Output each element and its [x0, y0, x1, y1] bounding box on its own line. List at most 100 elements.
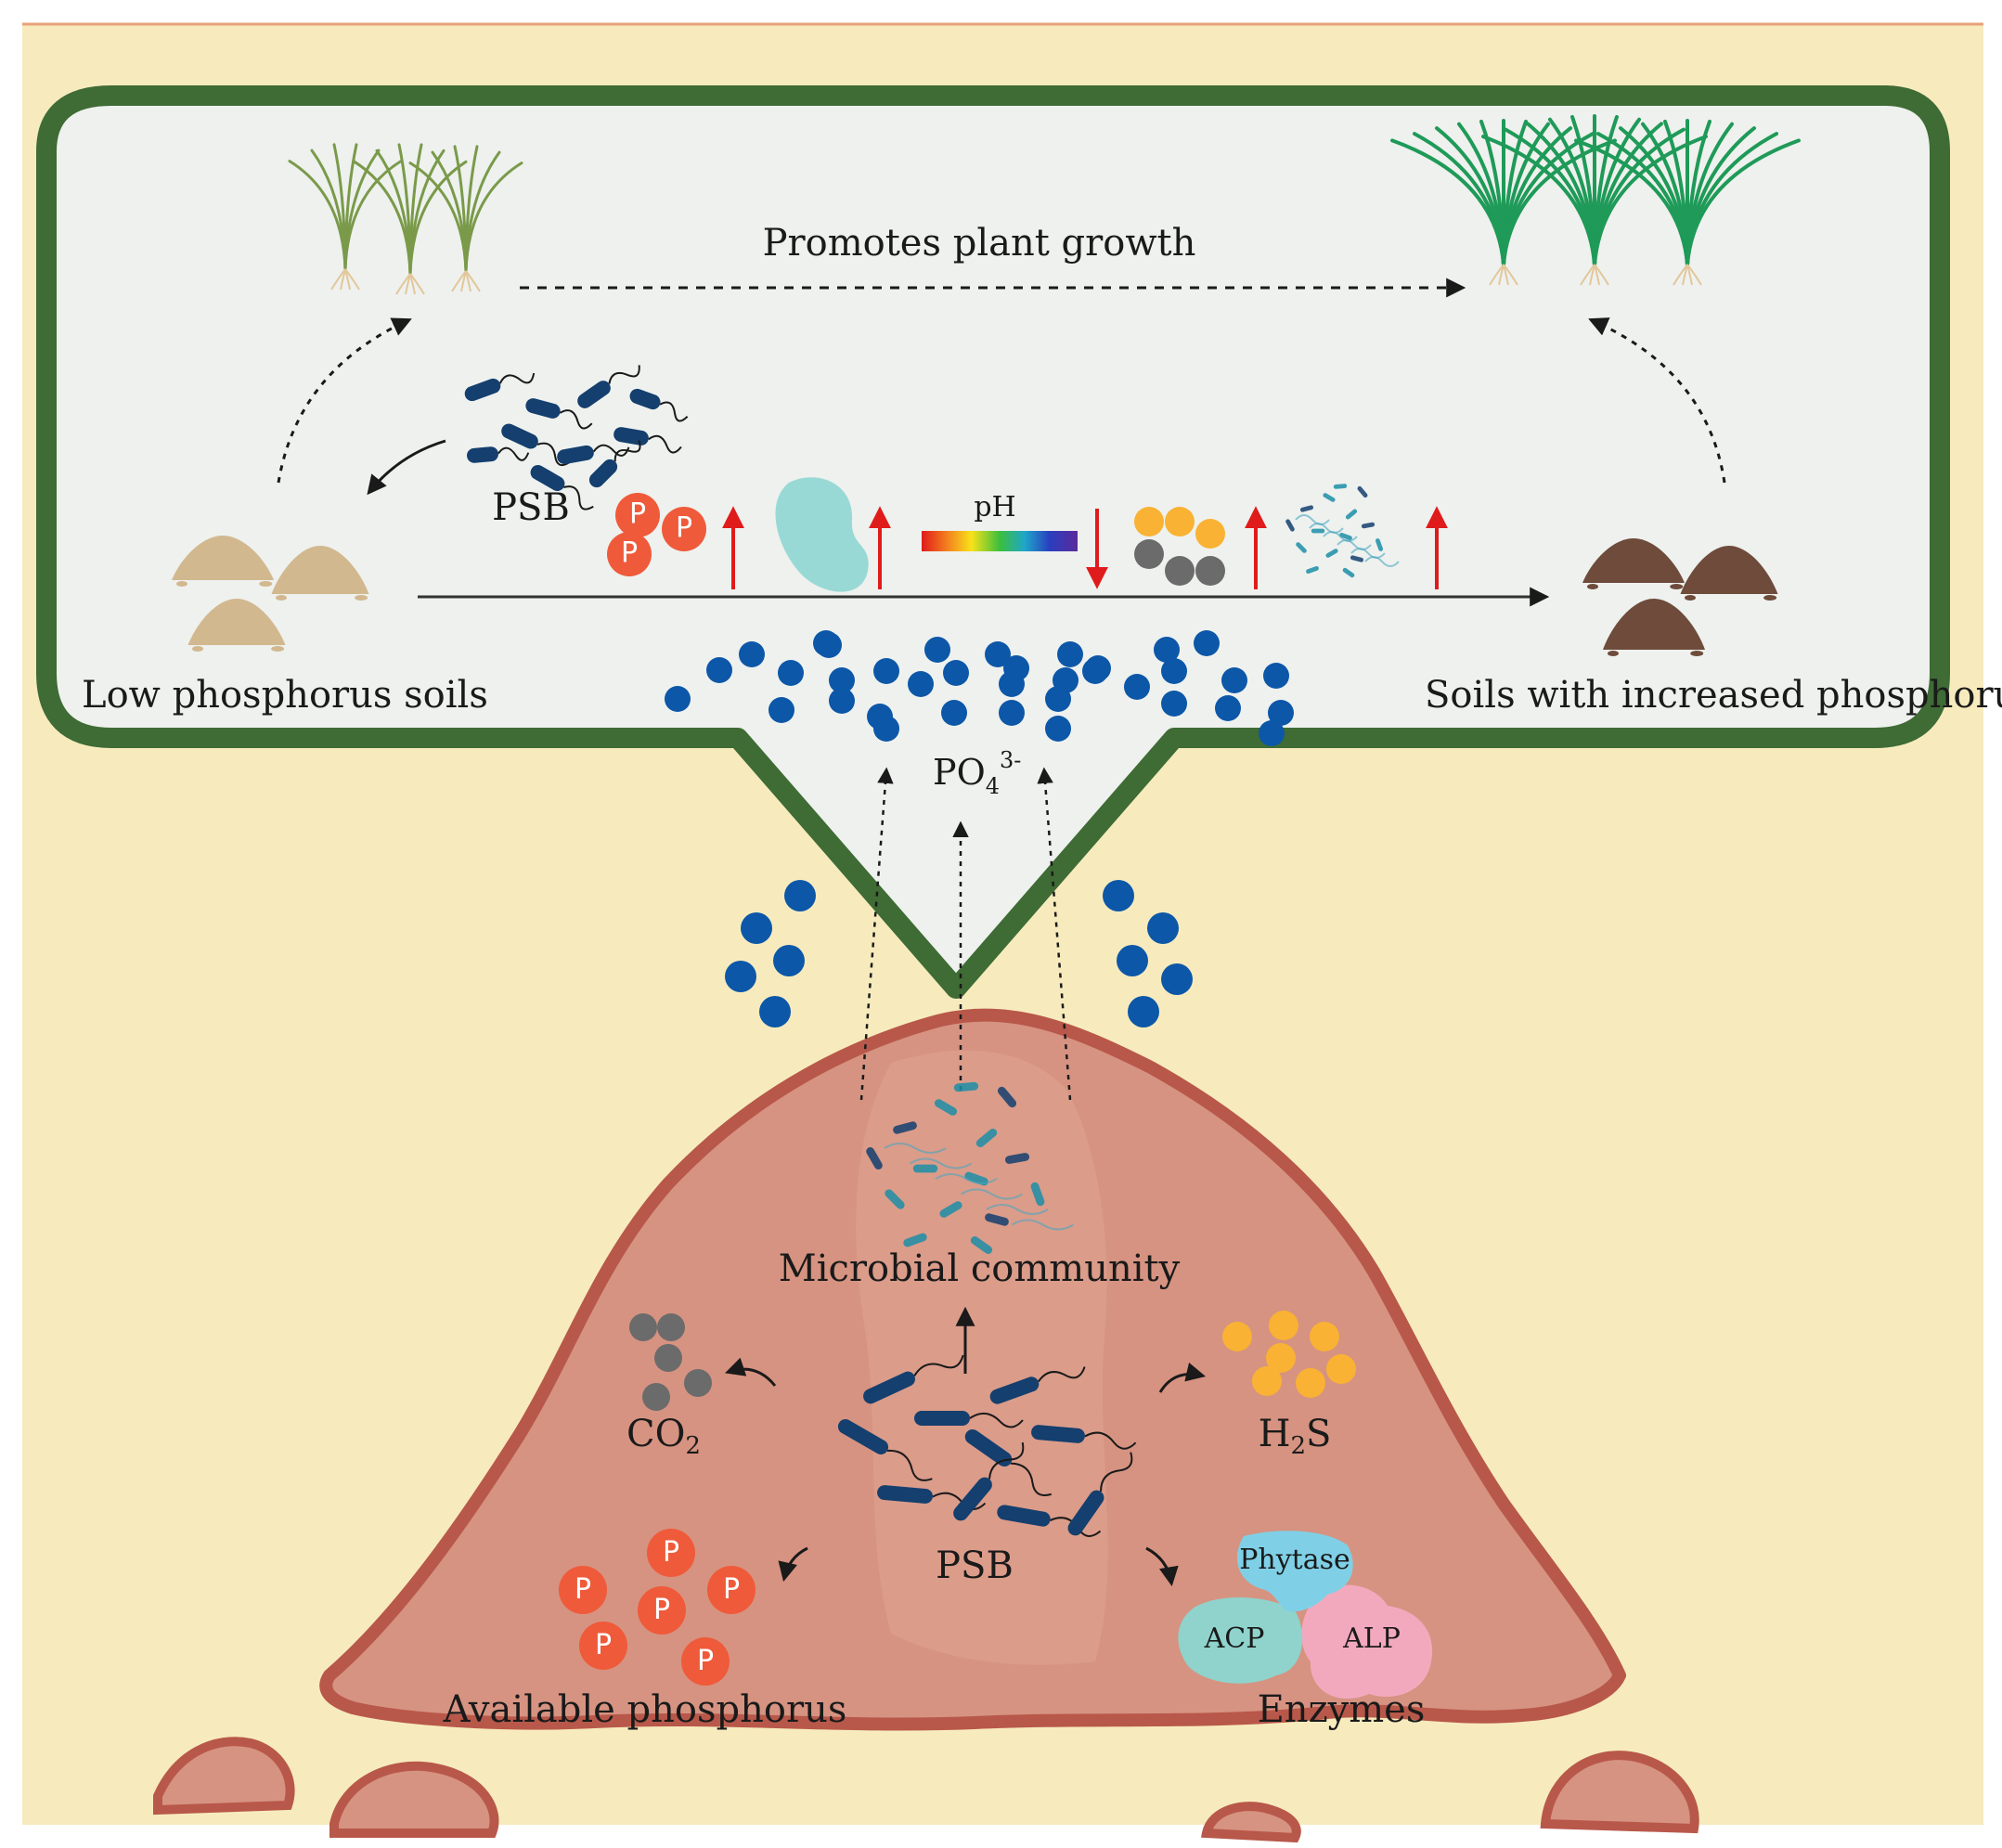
high-phosphorus-soil-piles — [1582, 538, 1778, 656]
bacterium-icon — [588, 440, 641, 488]
phosphate-dot — [1215, 695, 1241, 721]
microbe-icon — [939, 1201, 962, 1218]
co2-molecule — [629, 1313, 712, 1411]
phosphorus-ball: P — [638, 1586, 686, 1635]
microbe-icon — [1375, 538, 1384, 551]
psb-to-phosphorus-arrow — [778, 1546, 808, 1583]
phosphate-dot — [1161, 963, 1193, 995]
microbe-icon — [1361, 522, 1376, 529]
phosphate-dot — [706, 657, 732, 683]
phosphate-dot — [665, 686, 691, 712]
phosphate-dot — [773, 945, 805, 976]
gas-indicator-icon — [1134, 507, 1225, 586]
microbe-icon — [1350, 555, 1364, 562]
bacterium-icon — [530, 465, 594, 510]
right-curve-arrow — [1588, 317, 1726, 484]
plant-icon — [1574, 119, 1801, 286]
phosphate-dot — [1103, 880, 1134, 911]
microbe-icon — [1299, 505, 1314, 512]
bacterium-icon — [501, 423, 571, 467]
microbe-icon — [1323, 493, 1336, 502]
svg-text:ALP: ALP — [1342, 1622, 1401, 1655]
microbe-icon — [953, 1081, 979, 1092]
phosphate-dot — [1003, 655, 1029, 681]
svg-text:P: P — [653, 1594, 670, 1626]
microbe-icon — [885, 1189, 905, 1209]
indicator-arrows — [722, 506, 1448, 589]
phosphate-dot — [739, 641, 765, 667]
plant-icon — [288, 143, 403, 291]
microbe-icon — [964, 1171, 988, 1186]
bacterium-icon — [467, 446, 530, 463]
microbe-icon — [866, 1146, 883, 1170]
microbe-icon — [1030, 1182, 1045, 1207]
soil-pile — [1680, 546, 1778, 601]
plant-icon — [353, 143, 468, 295]
phosphate-dot — [873, 658, 899, 684]
microbial-community-cluster — [866, 1081, 1075, 1254]
soil-pile — [1582, 538, 1685, 589]
bacterium-icon — [989, 1366, 1086, 1404]
microbe-icon — [1342, 567, 1355, 578]
bacterium-icon — [464, 372, 536, 402]
bacterium-icon — [629, 388, 689, 422]
phosphate-dot — [1085, 655, 1111, 681]
microbe-icon — [903, 1233, 927, 1247]
bacterium-icon — [525, 398, 593, 430]
microbe-icon — [1296, 542, 1307, 553]
svg-text:P: P — [629, 498, 646, 530]
phosphate-ions — [665, 630, 1294, 746]
ph-label: pH — [974, 491, 1015, 523]
low-soil-label: Low phosphorus soils — [82, 674, 488, 717]
co2-label: CO2 — [626, 1413, 701, 1460]
phosphate-dot — [908, 671, 934, 697]
microbe-icon — [1285, 519, 1295, 532]
phytase-enzyme: Phytase — [1236, 1531, 1353, 1612]
high-soil-label: Soils with increased phosphorus — [1425, 674, 2002, 717]
bacterium-icon — [953, 1441, 1025, 1521]
ph-gradient-bar — [922, 531, 1078, 551]
microbe-icon — [1345, 509, 1358, 520]
phosphorus-ball: P — [579, 1622, 627, 1670]
svg-text:Phytase: Phytase — [1239, 1544, 1350, 1576]
phosphate-dot — [1194, 630, 1220, 656]
phosphate-label: PO43- — [933, 747, 1021, 799]
phosphate-dot — [1124, 674, 1150, 700]
microbial-label: Microbial community — [779, 1247, 1181, 1290]
phosphate-dot — [1045, 716, 1071, 742]
svg-text:P: P — [697, 1645, 714, 1677]
phosphate-dot — [725, 961, 756, 992]
healthy-plants — [1390, 114, 1801, 286]
low-growth-plants — [288, 143, 523, 295]
phosphate-dot — [1045, 686, 1071, 712]
phosphate-dot — [1128, 996, 1159, 1027]
phosphate-dot — [816, 632, 842, 658]
phosphate-dot — [1117, 945, 1148, 976]
svg-text:ACP: ACP — [1204, 1622, 1265, 1655]
psb-top-label: PSB — [492, 486, 570, 529]
rock-3 — [1200, 1802, 1301, 1843]
phosphate-dot — [985, 641, 1011, 667]
phosphorus-ball: P — [662, 507, 706, 551]
phosphate-dot — [769, 697, 794, 723]
phosphate-dot — [829, 688, 855, 714]
phosphorus-ball: P — [559, 1566, 607, 1614]
released-phosphate-ions — [725, 880, 1193, 1027]
bacterium-icon — [964, 1428, 1053, 1496]
svg-text:P: P — [621, 536, 638, 569]
phosphate-dot — [1147, 912, 1179, 944]
phosphate-dot — [1268, 700, 1294, 726]
phosphorus-ball: P — [707, 1566, 756, 1614]
phosphate-dot — [924, 637, 950, 663]
psb-to-co2-arrow — [725, 1357, 777, 1387]
microbial-indicator-icon — [1285, 484, 1400, 578]
phosphate-dot — [1221, 667, 1247, 693]
microbe-icon — [997, 1086, 1017, 1108]
rock-4 — [1540, 1751, 1699, 1834]
svg-text:P: P — [723, 1573, 740, 1606]
phosphorus-ball: P — [647, 1529, 695, 1577]
